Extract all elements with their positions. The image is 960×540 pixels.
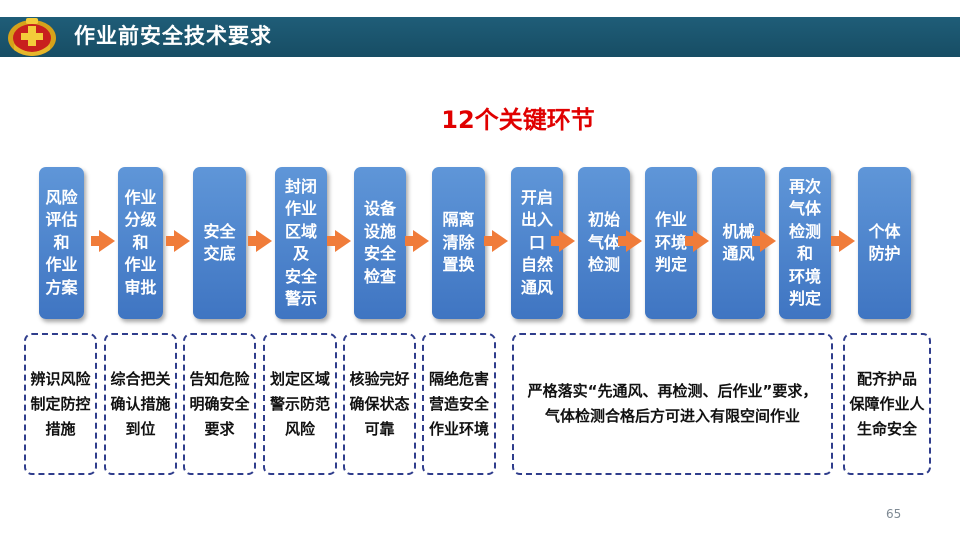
process-step: 封闭 作业 区域 及 安全 警示 [275, 167, 327, 319]
flow-arrow-icon [91, 230, 115, 252]
detail-text: 告知危险 明确安全 要求 [189, 369, 250, 438]
title-bar [0, 17, 960, 57]
diagram-subtitle: 12个关键环节 [441, 106, 595, 134]
detail-text: 划定区域 警示防范 风险 [269, 369, 330, 438]
process-step-label: 再次 气体 检测 和 环境 判定 [788, 176, 821, 309]
flow-arrow-icon [551, 230, 575, 252]
process-step-label: 隔离 清除 置换 [442, 210, 475, 275]
union-emblem-icon [8, 18, 56, 56]
flow-arrow-icon [618, 230, 642, 252]
process-step: 安全 交底 [193, 167, 246, 319]
flow-arrow-icon [831, 230, 855, 252]
flow-arrow-icon [327, 230, 351, 252]
flow-arrow-icon [405, 230, 429, 252]
flow-arrow-icon [166, 230, 190, 252]
process-step-label: 封闭 作业 区域 及 安全 警示 [284, 176, 317, 309]
detail-text: 严格落实“先通风、再检测、后作业”要求， 气体检测合格后方可进入有限空间作业 [527, 382, 818, 425]
process-step: 个体 防护 [858, 167, 911, 319]
process-step-label: 安全 交底 [203, 221, 236, 264]
page-title: 作业前安全技术要求 [74, 24, 272, 48]
detail-box: 告知危险 明确安全 要求 [183, 333, 256, 475]
process-step-label: 风险 评估 和 作业 方案 [45, 187, 78, 297]
detail-text: 综合把关 确认措施 到位 [110, 369, 171, 438]
detail-text: 配齐护品 保障作业人 生命安全 [849, 369, 925, 438]
process-step-label: 机械 通风 [722, 221, 755, 264]
process-step-label: 作业 分级 和 作业 审批 [124, 187, 157, 297]
process-step: 隔离 清除 置换 [432, 167, 485, 319]
page-number: 65 [886, 507, 902, 521]
process-step-label: 作业 环境 判定 [654, 210, 687, 275]
process-step-label: 设备 设施 安全 检查 [363, 199, 396, 286]
process-step: 再次 气体 检测 和 环境 判定 [779, 167, 831, 319]
flow-arrow-icon [752, 230, 776, 252]
process-step: 设备 设施 安全 检查 [354, 167, 406, 319]
flow-arrow-icon [685, 230, 709, 252]
detail-box: 严格落实“先通风、再检测、后作业”要求， 气体检测合格后方可进入有限空间作业 [512, 333, 833, 475]
detail-box: 划定区域 警示防范 风险 [263, 333, 337, 475]
detail-box: 隔绝危害 营造安全 作业环境 [422, 333, 496, 475]
detail-box: 配齐护品 保障作业人 生命安全 [843, 333, 931, 475]
process-step-label: 开启 出入 口 自然 通风 [520, 187, 553, 297]
detail-box: 核验完好 确保状态 可靠 [343, 333, 416, 475]
detail-text: 核验完好 确保状态 可靠 [349, 369, 410, 438]
detail-box: 辨识风险 制定防控 措施 [24, 333, 97, 475]
process-step: 作业 分级 和 作业 审批 [118, 167, 163, 319]
detail-text: 隔绝危害 营造安全 作业环境 [428, 369, 489, 438]
detail-text: 辨识风险 制定防控 措施 [30, 369, 91, 438]
process-step-label: 初始 气体 检测 [587, 210, 620, 275]
process-step-label: 个体 防护 [868, 221, 901, 264]
process-step: 风险 评估 和 作业 方案 [39, 167, 84, 319]
detail-box: 综合把关 确认措施 到位 [104, 333, 177, 475]
flow-arrow-icon [484, 230, 508, 252]
flow-arrow-icon [248, 230, 272, 252]
